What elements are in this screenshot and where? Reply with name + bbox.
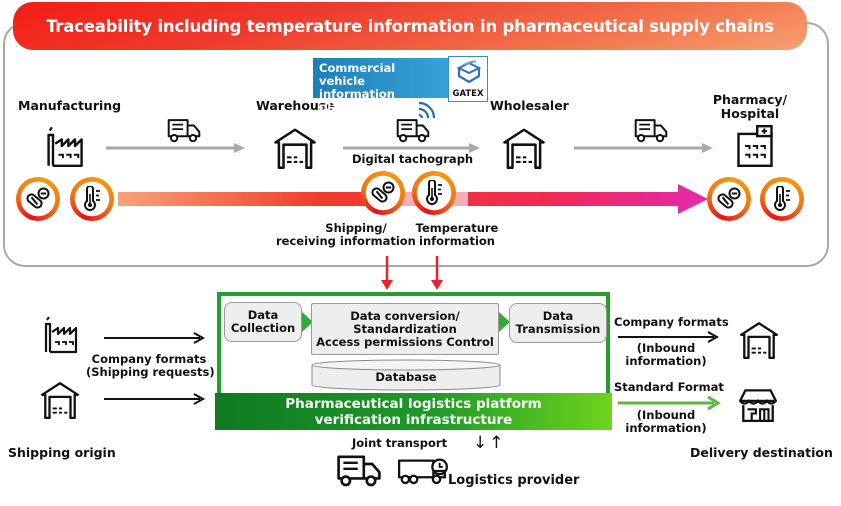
factory-icon [42, 124, 86, 168]
medicine-icon [716, 186, 742, 212]
temperature-info-line1: Temperature [415, 221, 499, 235]
standard-format-label: Standard Format [614, 380, 724, 394]
page-title: Traceability including temperature infor… [13, 2, 807, 50]
data-collection-line2: Collection [230, 321, 296, 335]
temperature-info-line2: information [419, 234, 495, 248]
stage-label-wholesaler: Wholesaler [490, 98, 569, 113]
company-format-arrow [618, 331, 720, 343]
warehouse-icon [272, 124, 318, 170]
exchange-arrows-icon: ↓↑ [473, 433, 506, 453]
shipping-origin-label: Shipping origin [8, 445, 116, 460]
platform-name-line1: Pharmaceutical logistics platform [285, 395, 542, 412]
thermometer-icon [769, 186, 795, 212]
gatex-logo-text: GATEX [452, 89, 484, 99]
data-conversion-line2: Standardization [353, 321, 457, 336]
database-label: Database [375, 370, 437, 384]
delivery-destination-label: Delivery destination [690, 445, 833, 460]
platform-name-line2: verification infrastructure [314, 411, 513, 428]
standard-inbound-label: (Inbound information) [620, 409, 712, 435]
data-upload-arrows [381, 256, 443, 290]
shipping-info-line1: Shipping/ [325, 221, 387, 235]
shipping-info-line2: receiving information [276, 234, 416, 248]
shipping-info-badge [361, 171, 405, 215]
joint-transport-label: Joint transport [352, 436, 448, 450]
medicine-icon [25, 186, 51, 212]
step-arrow-icon [499, 312, 510, 332]
warehouse-icon [736, 318, 782, 360]
medicine-icon [370, 180, 396, 206]
data-transmission-line2: Transmission [515, 322, 601, 336]
temperature-info-badge [70, 177, 114, 221]
truck-icon [334, 452, 384, 488]
input-format-line2: (Shipping requests) [86, 365, 215, 379]
digital-tachograph-label: Digital tachograph [352, 152, 474, 166]
company-inbound-line1: (Inbound [636, 341, 696, 355]
factory-icon [40, 314, 80, 354]
gatex-logo-icon [456, 60, 482, 84]
transport-arrow [574, 143, 713, 153]
company-inbound-label: (Inbound information) [620, 342, 712, 368]
shipping-info-badge [16, 177, 60, 221]
warehouse-icon [38, 378, 82, 420]
standard-inbound-line1: (Inbound [636, 408, 696, 422]
gatex-platform-line1: Commercial vehicle [319, 61, 396, 88]
transport-arrow [343, 143, 480, 153]
temperature-info-badge [412, 171, 456, 215]
temperature-info-badge [760, 177, 804, 221]
data-collection-line1: Data [247, 308, 279, 322]
standard-inbound-line2: information) [625, 421, 707, 435]
shipping-info-badge [707, 177, 751, 221]
input-format-line1: Company formats [91, 352, 207, 366]
input-arrow [104, 393, 206, 405]
stage-label-manufacturing: Manufacturing [18, 98, 122, 113]
database-icon [311, 359, 501, 391]
company-format-label: Company formats [614, 315, 729, 329]
temperature-info-label: Temperature information [412, 222, 502, 248]
warehouse-icon [501, 124, 547, 170]
gatex-logo: GATEX [448, 56, 488, 102]
shipping-info-label: Shipping/ receiving information [276, 221, 416, 248]
stage-label-warehouse: Warehouse [256, 98, 335, 113]
shop-icon [736, 382, 780, 424]
thermometer-icon [79, 186, 105, 212]
information-flow-arrow [118, 184, 708, 214]
input-arrow [104, 332, 206, 344]
stage-label-pharmacy-line2: Hospital [720, 106, 780, 121]
truck-icon [395, 116, 431, 144]
truck-icon [633, 116, 669, 144]
thermometer-icon [421, 180, 447, 206]
truck-icon [166, 116, 202, 144]
logistics-provider-label: Logistics provider [448, 473, 580, 488]
data-transmission-line1: Data [542, 309, 574, 323]
data-conversion-line3: Access permissions Control [316, 334, 494, 349]
commercial-vehicle-platform-box: Commercial vehicle information platform [313, 58, 449, 114]
step-arrow-icon [302, 312, 313, 332]
company-inbound-line2: information) [625, 354, 707, 368]
stage-label-pharmacy-line1: Pharmacy/ [712, 92, 788, 107]
stage-label-pharmacy: Pharmacy/ Hospital [712, 93, 788, 121]
hospital-icon [733, 124, 777, 168]
truck-clock-icon [396, 454, 450, 486]
transport-arrow [106, 143, 245, 153]
data-conversion-line1: Data conversion/ [350, 308, 460, 323]
wireless-signal-icon [418, 101, 436, 119]
standard-format-arrow [618, 396, 721, 410]
input-format-label: Company formats (Shipping requests) [86, 352, 215, 379]
gatex-platform-line2: information platform [319, 87, 395, 114]
